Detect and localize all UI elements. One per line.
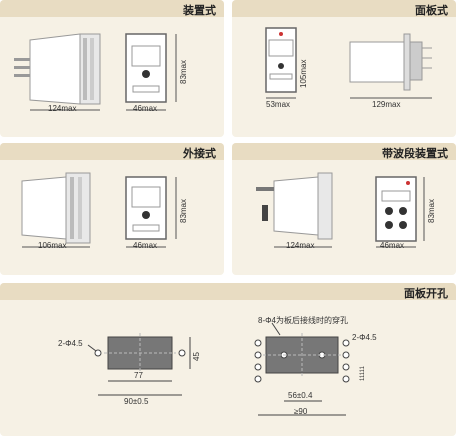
dim-front-label: 46max [133,241,158,250]
right-inner-dim: 56±0.4 [288,391,313,400]
dim-width-label: 124max [286,241,315,250]
dim-height-label: 83max [179,198,188,223]
panel-title: 装置式 [183,4,216,17]
panel-title: 带波段装置式 [382,147,448,160]
left-height-dim: 45 [192,352,201,361]
dim-width-label: 106max [38,241,67,250]
dim-front-label: 46max [133,104,158,113]
panel-header: 外接式 [0,143,224,160]
panel-external-type: 外接式 106max 46max 83max [0,143,224,275]
panel-flush-type: 面板式 53max 105max 129max [232,0,456,137]
dim-width-label: 129max [372,100,401,109]
left-outer-dim: 90±0.5 [124,397,149,406]
panel-header: 装置式 [0,0,224,17]
dim-height-label: 83max [427,198,436,223]
band-relay-drawing [256,172,425,248]
cutout-drawing [87,322,350,416]
flush-relay-drawing [265,27,432,99]
panel-band-switch-type: 带波段装置式 124max 46max 83max [232,143,456,275]
right-pitch-dims: 11111 [360,366,366,381]
right-note-label: 8-Φ4为板后接线时的穿孔 [258,316,348,325]
dim-height-label: 83max [179,59,188,84]
left-hole-label: 2-Φ4.5 [58,339,83,348]
panel-title: 外接式 [183,147,216,160]
right-hole-label: 2-Φ4.5 [352,333,377,342]
panel-cutout: 面板开孔 2-Φ4.5 77 90±0.5 45 8-Φ4为板后接线时的穿孔 2… [0,283,456,436]
right-outer-dim: ≥90 [294,407,308,416]
external-relay-drawing [21,172,177,248]
dim-front-label: 53max [266,100,291,109]
panel-header: 面板开孔 [0,283,456,300]
panel-title: 面板式 [415,4,448,17]
panel-mounted-type: 装置式 124max 46max 83max [0,0,224,137]
panel-header: 面板式 [232,0,456,17]
dim-width-label: 124max [48,104,77,113]
dim-height-label: 105max [299,59,308,88]
dim-front-label: 46max [380,241,405,250]
mounted-relay-drawing [14,33,177,111]
panel-header: 带波段装置式 [232,143,456,160]
panel-title: 面板开孔 [404,287,448,300]
left-inner-dim: 77 [134,371,143,380]
